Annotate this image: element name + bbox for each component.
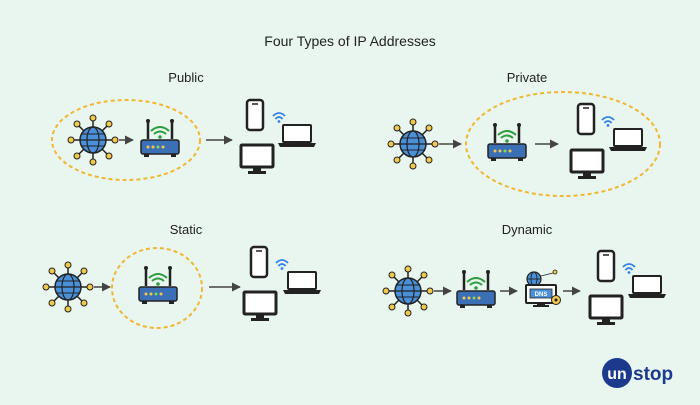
router-icon — [137, 264, 179, 306]
section-label-public: Public — [168, 70, 204, 85]
monitor-icon — [569, 148, 605, 181]
smartphone-icon — [245, 98, 265, 132]
globe-network-icon — [382, 265, 434, 317]
laptop-icon — [282, 271, 322, 295]
router-icon — [486, 121, 528, 163]
wifi-icon — [601, 116, 615, 128]
unstop-logo: un stop — [600, 356, 686, 390]
public-dashed-boundary — [51, 99, 201, 181]
section-label-private: Private — [506, 70, 548, 85]
smartphone-icon — [249, 245, 269, 279]
dns-server-icon: DNS — [525, 269, 561, 307]
monitor-icon — [239, 143, 275, 176]
dynamic-section: DNS — [382, 249, 667, 327]
wifi-icon — [275, 259, 289, 271]
public-section — [51, 98, 317, 181]
diagram-title: Four Types of IP Addresses — [264, 33, 436, 49]
private-dashed-boundary — [465, 91, 661, 197]
monitor-icon — [588, 294, 624, 327]
dns-label: DNS — [535, 292, 548, 298]
private-section — [387, 91, 661, 197]
monitor-icon — [242, 290, 278, 323]
section-label-static: Static — [169, 222, 203, 237]
static-dashed-boundary — [111, 247, 203, 329]
laptop-icon — [608, 128, 648, 152]
svg-text:stop: stop — [633, 364, 673, 385]
section-label-dynamic: Dynamic — [501, 222, 553, 237]
globe-network-icon — [67, 114, 119, 166]
globe-network-icon — [387, 118, 439, 170]
svg-text:un: un — [607, 366, 627, 383]
laptop-icon — [277, 124, 317, 148]
globe-network-icon — [42, 261, 94, 313]
static-section — [42, 245, 322, 329]
router-icon — [139, 117, 181, 159]
smartphone-icon — [596, 249, 616, 283]
router-icon — [455, 268, 497, 310]
laptop-icon — [627, 275, 667, 299]
wifi-icon — [272, 112, 286, 124]
smartphone-icon — [576, 102, 596, 136]
wifi-icon — [622, 263, 636, 275]
